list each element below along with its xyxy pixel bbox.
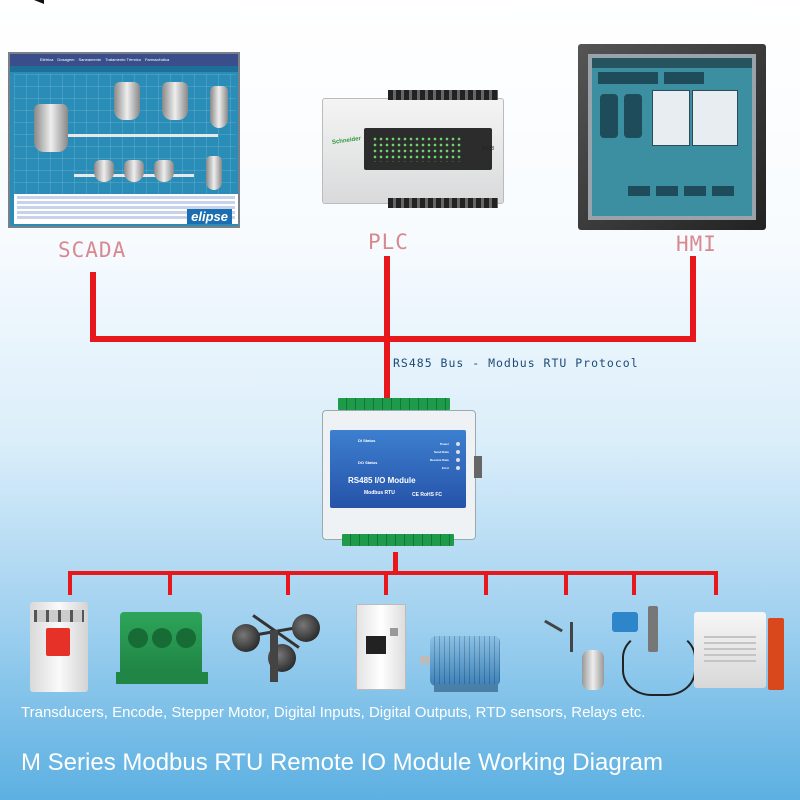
hmi-button xyxy=(684,186,706,196)
scada-mixer xyxy=(94,160,114,182)
plc-bottom-terminals xyxy=(388,198,498,208)
device-drop-wire xyxy=(632,571,636,595)
hmi-panel xyxy=(578,44,766,230)
diagram-title: M Series Modbus RTU Remote IO Module Wor… xyxy=(21,749,663,776)
module-bottom-terminals xyxy=(342,534,454,546)
bus-label: RS485 Bus - Modbus RTU Protocol xyxy=(393,356,639,370)
scada-silo xyxy=(206,156,222,190)
plc-drop-wire xyxy=(384,256,390,342)
plc-label: PLC xyxy=(368,230,409,254)
corner-arrow-icon xyxy=(34,0,44,4)
device-drop-wire xyxy=(168,571,172,595)
device-drop-wire xyxy=(384,571,388,595)
hmi-label: HMI xyxy=(676,232,717,256)
hmi-button xyxy=(628,186,650,196)
device-drop-wire xyxy=(68,571,72,595)
bus-to-module-wire xyxy=(384,336,390,404)
scada-menu-item: Dosagem xyxy=(57,57,75,62)
electric-motor-device xyxy=(420,622,516,696)
float-switch-device xyxy=(530,606,612,696)
error-led-icon xyxy=(456,466,460,470)
plc-front-panel xyxy=(364,128,492,170)
hmi-indicator xyxy=(598,72,658,84)
plc-io-leds xyxy=(372,136,462,162)
scada-menu-item: Elétrica xyxy=(40,57,54,62)
hmi-indicator xyxy=(664,72,704,84)
scada-screen: Elétrica Dosagem Saneamento Tratamento T… xyxy=(8,52,240,228)
scada-tank xyxy=(210,86,228,128)
hmi-trend-graph xyxy=(692,90,738,146)
device-drop-wire xyxy=(564,571,568,595)
module-front-panel: DI Status DO Status RS485 I/O Module Mod… xyxy=(330,430,466,508)
anemometer-device xyxy=(228,600,324,690)
hmi-tank xyxy=(624,94,642,138)
module-led-label: Receive Data xyxy=(430,458,449,462)
device-drop-wire xyxy=(484,571,488,595)
plc-device: Schneider M238 xyxy=(312,90,512,208)
module-name: RS485 I/O Module xyxy=(348,476,416,485)
hmi-tank xyxy=(600,94,618,138)
hmi-title-bar xyxy=(592,58,752,68)
scada-tank xyxy=(114,82,140,120)
residual-current-breaker-device xyxy=(352,604,410,690)
module-led-label: Send Data xyxy=(434,450,449,454)
hmi-button xyxy=(656,186,678,196)
rs485-bus-line xyxy=(90,336,696,342)
scada-submenu-bar xyxy=(10,66,238,72)
devices-caption: Transducers, Encode, Stepper Motor, Digi… xyxy=(21,704,646,721)
plc-model: M238 xyxy=(481,146,494,152)
module-led-label: Power xyxy=(440,442,450,446)
scada-process-view xyxy=(14,74,236,196)
pressure-sensor-device xyxy=(612,606,698,698)
module-di-label: DI Status xyxy=(358,438,376,443)
module-led-label: Error xyxy=(442,466,450,470)
module-subtitle: Modbus RTU xyxy=(364,490,395,496)
scada-tank xyxy=(34,104,68,152)
module-certs: CE RoHS FC xyxy=(412,492,442,498)
scada-menu-item: Tratamento Térmico xyxy=(105,57,141,62)
send-led-icon xyxy=(456,450,460,454)
plc-top-terminals xyxy=(388,90,498,100)
device-bus-line xyxy=(68,571,718,575)
scada-mixer xyxy=(124,160,144,182)
scada-tank xyxy=(162,82,188,120)
scada-menu-bar: Elétrica Dosagem Saneamento Tratamento T… xyxy=(10,54,238,66)
device-drop-wire xyxy=(286,571,290,595)
hmi-screen xyxy=(592,58,752,216)
hmi-bar-graph xyxy=(652,90,690,146)
encoder-device xyxy=(116,606,210,690)
hmi-button xyxy=(712,186,734,196)
power-led-icon xyxy=(456,442,460,446)
hmi-drop-wire xyxy=(690,256,696,342)
device-drop-wire xyxy=(714,571,718,595)
module-do-label: DO Status xyxy=(358,460,378,465)
scada-menu-item: Farmacêutica xyxy=(144,57,170,62)
relay-module-device xyxy=(694,612,788,696)
scada-mixer xyxy=(154,160,174,182)
scada-brand-logo: elipse xyxy=(187,209,232,224)
io-module: DI Status DO Status RS485 I/O Module Mod… xyxy=(316,396,482,552)
module-top-terminals xyxy=(338,398,450,410)
receive-led-icon xyxy=(456,458,460,462)
module-output-wire xyxy=(393,552,398,574)
scada-pipe xyxy=(68,134,218,137)
module-side-connector xyxy=(474,456,482,478)
scada-label: SCADA xyxy=(58,238,127,262)
circuit-breaker-device xyxy=(24,602,94,694)
scada-menu-item: Saneamento xyxy=(78,57,102,62)
scada-drop-wire xyxy=(90,272,96,342)
